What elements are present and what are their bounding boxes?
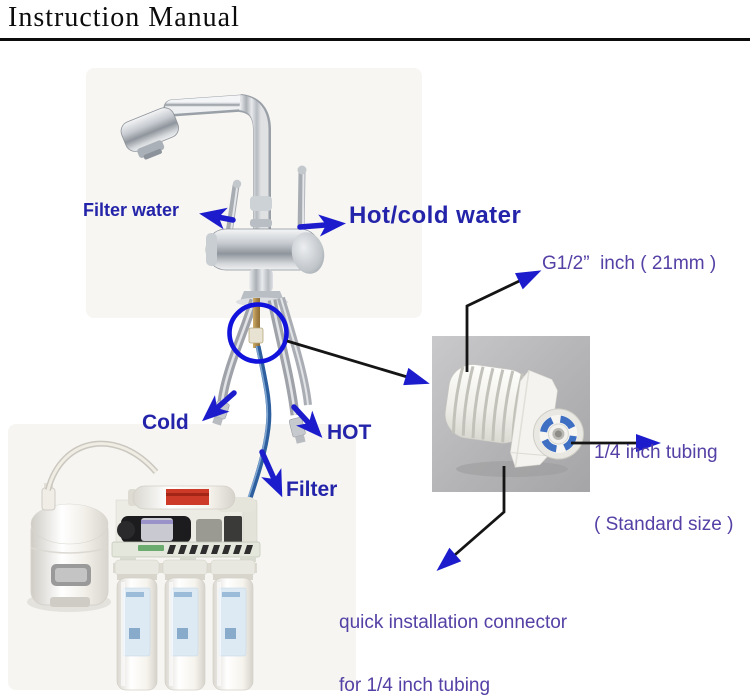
label-thread-size: G1/2” inch ( 21mm ) <box>542 253 717 274</box>
faucet-handle-right <box>297 165 307 237</box>
highlight-circle <box>227 302 289 364</box>
brass-stem <box>253 298 260 348</box>
callout-line-quick-connector <box>436 466 506 571</box>
filter-tube-connector <box>248 327 264 344</box>
arrow-filter <box>259 449 283 498</box>
arrow-hot <box>291 404 323 438</box>
label-filter: Filter <box>286 478 338 501</box>
callout-line-thread-size <box>465 270 542 372</box>
faucet-supply-hoses <box>212 296 312 444</box>
arrow-filter-water <box>199 207 236 230</box>
membrane-label <box>166 489 209 505</box>
callout-line-to-connector <box>286 339 430 386</box>
label-quick-connector-line1: quick installation connector <box>339 612 568 633</box>
page-title: Instruction Manual <box>8 2 240 33</box>
label-tubing-size-line2: ( Standard size ) <box>594 514 734 535</box>
filter-system-icon <box>27 440 261 691</box>
arrow-cold <box>202 390 237 422</box>
label-quick-connector: quick installation connector for 1/4 inc… <box>339 570 567 695</box>
quick-connect-fitting-icon <box>444 364 584 468</box>
title-rule <box>0 38 750 41</box>
connector-photo <box>432 336 590 492</box>
faucet-icon <box>120 94 325 307</box>
faucet-spout-head <box>120 107 179 160</box>
label-quick-connector-line2: for 1/4 inch tubing <box>339 675 491 695</box>
label-tubing-size: 1/4 inch tubing ( Standard size ) <box>594 393 733 585</box>
label-filter-water: Filter water <box>83 200 180 220</box>
filter-cartridges <box>113 559 257 691</box>
blue-collet-clip <box>539 415 577 453</box>
label-tubing-size-line1: 1/4 inch tubing <box>594 442 718 463</box>
label-hot: HOT <box>327 421 372 444</box>
arrow-hot-cold-water <box>297 214 346 237</box>
tank-valve <box>41 487 56 511</box>
label-cold: Cold <box>142 411 189 434</box>
label-hot-cold-water: Hot/cold water <box>349 202 522 229</box>
faucet-handle-left <box>225 179 242 237</box>
